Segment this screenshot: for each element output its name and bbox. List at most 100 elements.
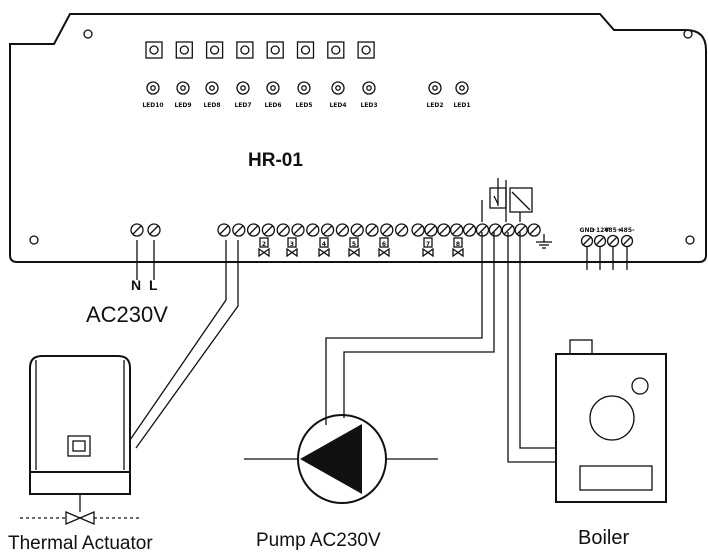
- actuator-wire: [129, 240, 227, 441]
- push-button-cap: [331, 45, 341, 55]
- screw-terminal: [488, 223, 503, 237]
- board-model-title: HR-01: [248, 150, 303, 171]
- led-indicator: [362, 81, 376, 95]
- push-button-cap: [149, 45, 159, 55]
- bus-screw-slot: [608, 236, 618, 246]
- screw-terminal: [437, 223, 451, 237]
- led-core: [150, 85, 156, 91]
- zone-number: 7: [426, 241, 430, 248]
- led-indicator: [297, 81, 311, 95]
- actuator-label: Thermal Actuator: [8, 533, 153, 554]
- bus-screw-terminal: [593, 234, 607, 248]
- screw-terminal: [246, 223, 261, 237]
- screw-slot: [337, 225, 347, 235]
- zone-number: 8: [456, 241, 460, 248]
- push-button: [175, 41, 193, 59]
- screw-terminal: [394, 223, 409, 237]
- valve-symbol: [348, 247, 360, 258]
- screw-slot: [382, 225, 392, 235]
- screw-terminal: [350, 223, 364, 237]
- led-label: LED9: [174, 102, 191, 109]
- screw-slot: [308, 225, 318, 235]
- terminal-block: [130, 223, 541, 237]
- led-core: [209, 85, 215, 91]
- bus-terminal-label: GND: [580, 227, 595, 234]
- mounting-hole: [683, 29, 693, 39]
- led-core: [301, 85, 307, 91]
- zone-box: [349, 237, 359, 248]
- actuator-wire: [135, 240, 239, 449]
- screw-slot: [413, 225, 423, 235]
- thermal-actuator: [20, 355, 140, 525]
- valve-symbol: [452, 247, 464, 258]
- led-core: [459, 85, 465, 91]
- valve-symbol: [318, 247, 330, 258]
- led-label: LED2: [426, 102, 443, 109]
- push-button-cap: [209, 45, 220, 55]
- screw-terminal: [130, 223, 144, 237]
- bus-terminal-label: 485-: [619, 227, 635, 234]
- button-row: [145, 41, 375, 59]
- screw-slot: [219, 225, 229, 235]
- pump-label: Pump AC230V: [256, 530, 381, 551]
- led-label: LED8: [203, 102, 220, 109]
- boiler-wire: [519, 232, 556, 449]
- push-button-cap: [270, 45, 280, 55]
- zone-number: 6: [382, 241, 386, 248]
- screw-slot: [426, 225, 436, 235]
- screw-terminal: [291, 223, 305, 237]
- valve-symbol: [286, 247, 298, 258]
- boiler: [555, 339, 667, 503]
- bus-screw-slot: [582, 236, 592, 246]
- mounting-hole: [83, 29, 93, 39]
- led-label: LED4: [329, 102, 346, 109]
- push-button: [357, 41, 375, 59]
- push-button: [266, 41, 284, 59]
- bus-terminal-label: +12V: [591, 227, 609, 234]
- led-indicator: [176, 81, 190, 95]
- screw-terminal: [217, 223, 231, 237]
- screw-slot: [529, 225, 539, 235]
- screw-terminal: [306, 223, 320, 237]
- screw-terminal: [462, 223, 477, 237]
- bus-screw-slot: [622, 236, 632, 246]
- bus-screw-slot: [595, 236, 605, 246]
- screw-terminal: [335, 223, 350, 237]
- screw-terminal: [527, 223, 541, 237]
- push-button-cap: [179, 45, 189, 55]
- led-indicator: [236, 81, 250, 95]
- screw-terminal: [147, 223, 161, 237]
- screw-slot: [263, 225, 273, 235]
- screw-terminal: [380, 223, 394, 237]
- pump-symbol: [244, 414, 438, 504]
- zone-box: [453, 237, 463, 248]
- led-indicator: [146, 81, 160, 95]
- pump-wire: [325, 232, 483, 425]
- led-label: LED7: [234, 102, 251, 109]
- valve-symbol: [378, 247, 390, 258]
- screw-slot: [278, 225, 288, 235]
- zone-box: [319, 237, 329, 248]
- zone-number: 5: [352, 241, 356, 248]
- screw-slot: [249, 225, 259, 235]
- live-label: L: [149, 277, 158, 293]
- led-label: LED6: [264, 102, 281, 109]
- screw-terminal: [411, 223, 425, 237]
- screw-terminal: [232, 223, 246, 237]
- led-core: [240, 85, 246, 91]
- relay-symbol: [481, 178, 533, 222]
- screw-slot: [234, 225, 244, 235]
- boiler-label: Boiler: [578, 527, 629, 549]
- push-button-cap: [361, 45, 371, 55]
- screw-terminal: [261, 223, 276, 237]
- screw-slot: [439, 225, 449, 235]
- screw-slot: [323, 225, 333, 235]
- screw-terminal: [514, 223, 528, 237]
- screw-slot: [478, 225, 487, 235]
- ground-symbol: [536, 234, 552, 249]
- screw-slot: [132, 225, 142, 235]
- pump-wire: [343, 232, 495, 418]
- mounting-hole: [29, 235, 39, 245]
- push-button: [145, 41, 163, 59]
